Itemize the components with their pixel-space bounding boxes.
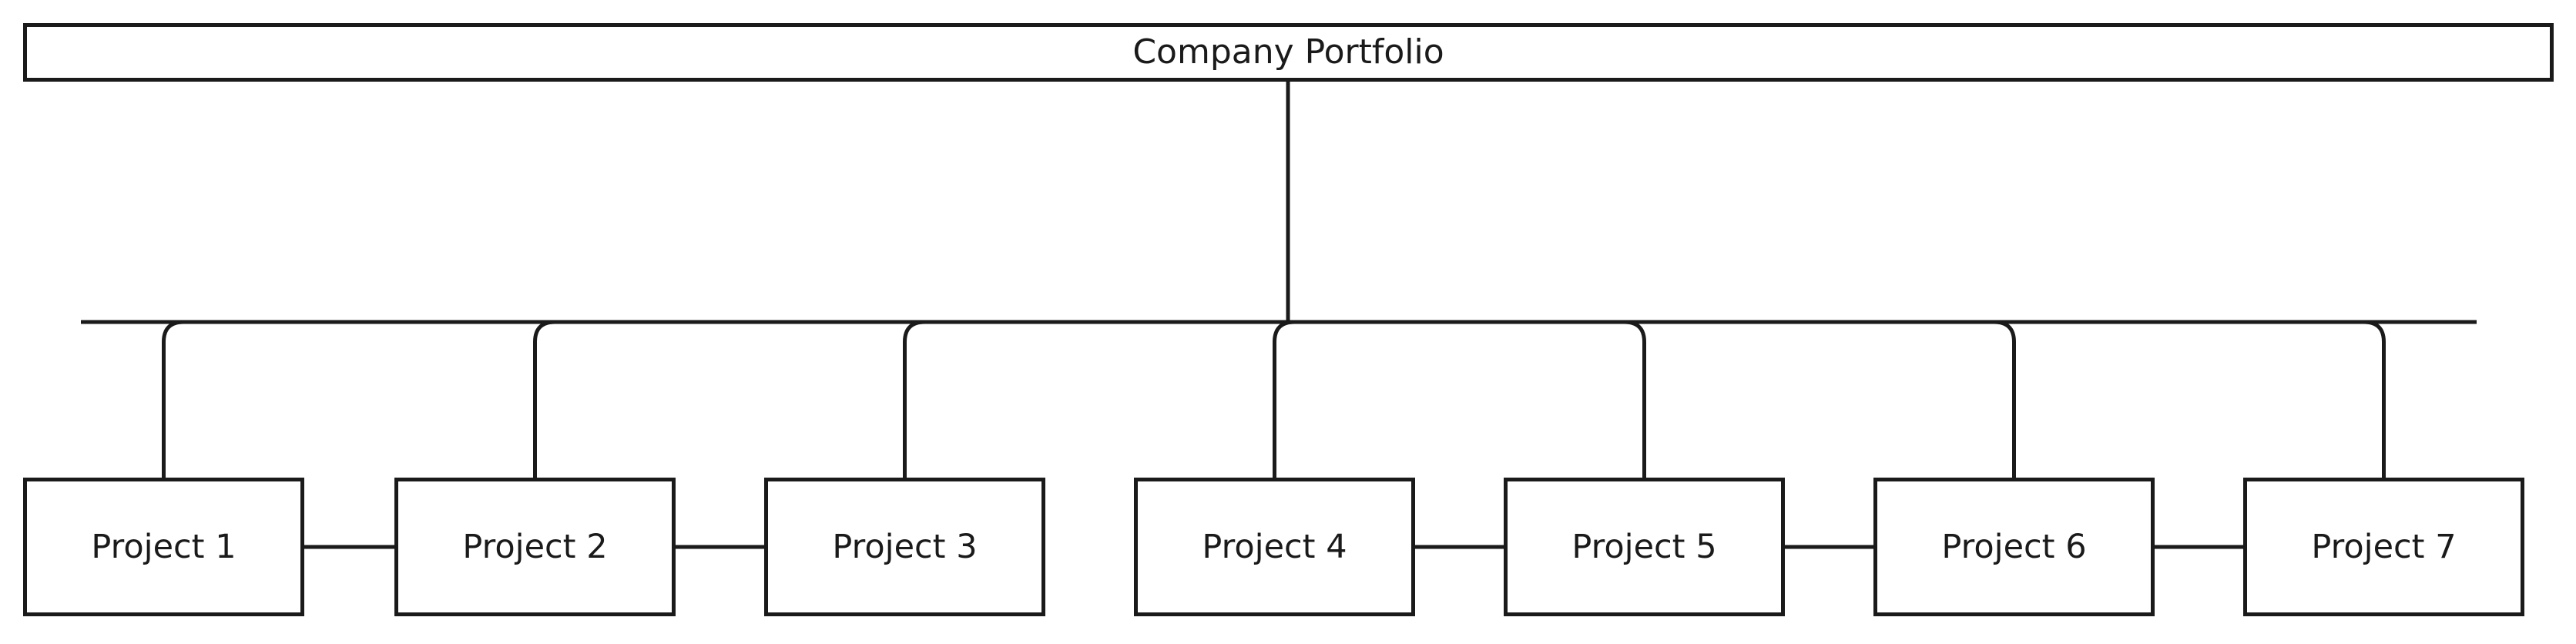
edge-drop-child-5	[1624, 320, 1646, 478]
node-label-project-2: Project 2	[462, 527, 608, 566]
node-label-project-6: Project 6	[1941, 527, 2087, 566]
edge-drop-child-1	[162, 320, 184, 478]
edge-drop-child-2	[533, 320, 555, 478]
node-project-2[interactable]: Project 2	[394, 478, 676, 616]
edge-drop-child-4	[1273, 320, 1295, 478]
node-project-4[interactable]: Project 4	[1134, 478, 1415, 616]
node-project-7[interactable]: Project 7	[2243, 478, 2524, 616]
edge-drop-child-3	[903, 320, 925, 478]
node-project-1[interactable]: Project 1	[23, 478, 304, 616]
node-project-6[interactable]: Project 6	[1873, 478, 2155, 616]
node-project-5[interactable]: Project 5	[1504, 478, 1785, 616]
node-project-3[interactable]: Project 3	[764, 478, 1045, 616]
edge-drop-child-7	[2363, 320, 2386, 478]
node-label-project-5: Project 5	[1571, 527, 1717, 566]
node-company-portfolio[interactable]: Company Portfolio	[23, 23, 2554, 82]
node-label-root: Company Portfolio	[1132, 32, 1444, 72]
node-label-project-3: Project 3	[832, 527, 978, 566]
node-label-project-1: Project 1	[91, 527, 236, 566]
node-label-project-7: Project 7	[2311, 527, 2457, 566]
edge-drop-child-6	[1994, 320, 2016, 478]
node-label-project-4: Project 4	[1202, 527, 1347, 566]
